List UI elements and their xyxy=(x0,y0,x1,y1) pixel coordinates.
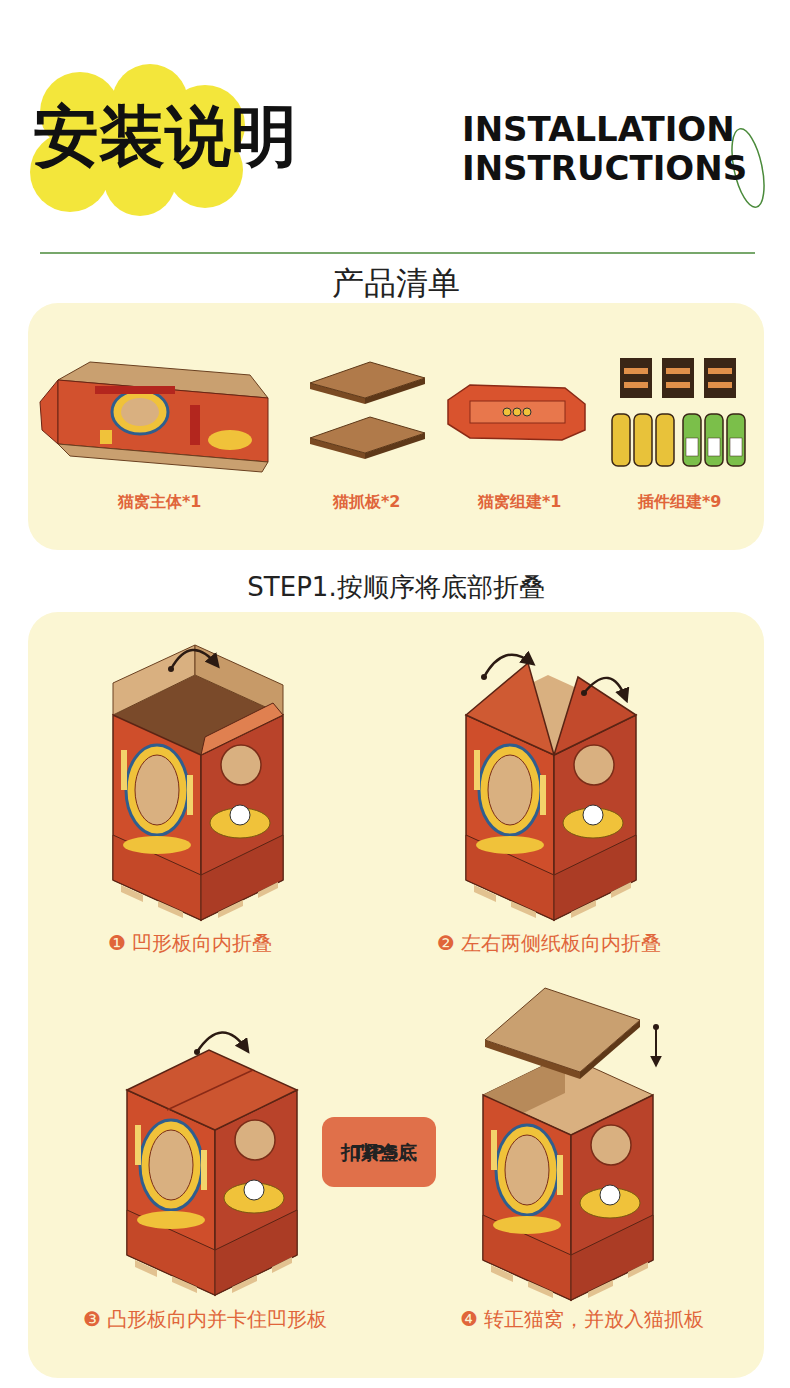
part-name: 猫窝组建*1 xyxy=(478,492,562,511)
panel-heading: STEP1.按顺序将底部折叠 xyxy=(28,572,764,603)
step-caption: 凸形板向内并卡住凹形板 xyxy=(107,1307,327,1331)
part-name: 猫抓板*2 xyxy=(333,492,401,511)
part-name: 猫窝主体*1 xyxy=(118,492,202,511)
callout-number: ❷ xyxy=(437,931,455,955)
english-title: INSTALLATION INSTRUCTIONS xyxy=(462,110,762,188)
step-caption: 左右两侧纸板向内折叠 xyxy=(461,931,661,955)
step-caption: 凹形板向内折叠 xyxy=(132,931,272,955)
panel-region: STEP1.按顺序将底部折叠TIPS:扣紧盒底 xyxy=(28,612,764,1378)
callout-number: ❸ xyxy=(83,1307,101,1331)
tips-box: TIPS:扣紧盒底 xyxy=(322,1117,436,1187)
part-name: 插件组建*9 xyxy=(638,492,722,511)
tips-text: 扣紧盒底 xyxy=(322,1141,436,1164)
title-text: 安装说明 xyxy=(33,104,297,170)
panel-heading: 产品清单 xyxy=(28,264,764,302)
step-caption: 转正猫窝，并放入猫抓板 xyxy=(484,1307,704,1331)
callout-number: ❶ xyxy=(108,931,126,955)
callout-number: ❹ xyxy=(460,1307,478,1331)
panel-region: 产品清单 xyxy=(28,303,764,550)
